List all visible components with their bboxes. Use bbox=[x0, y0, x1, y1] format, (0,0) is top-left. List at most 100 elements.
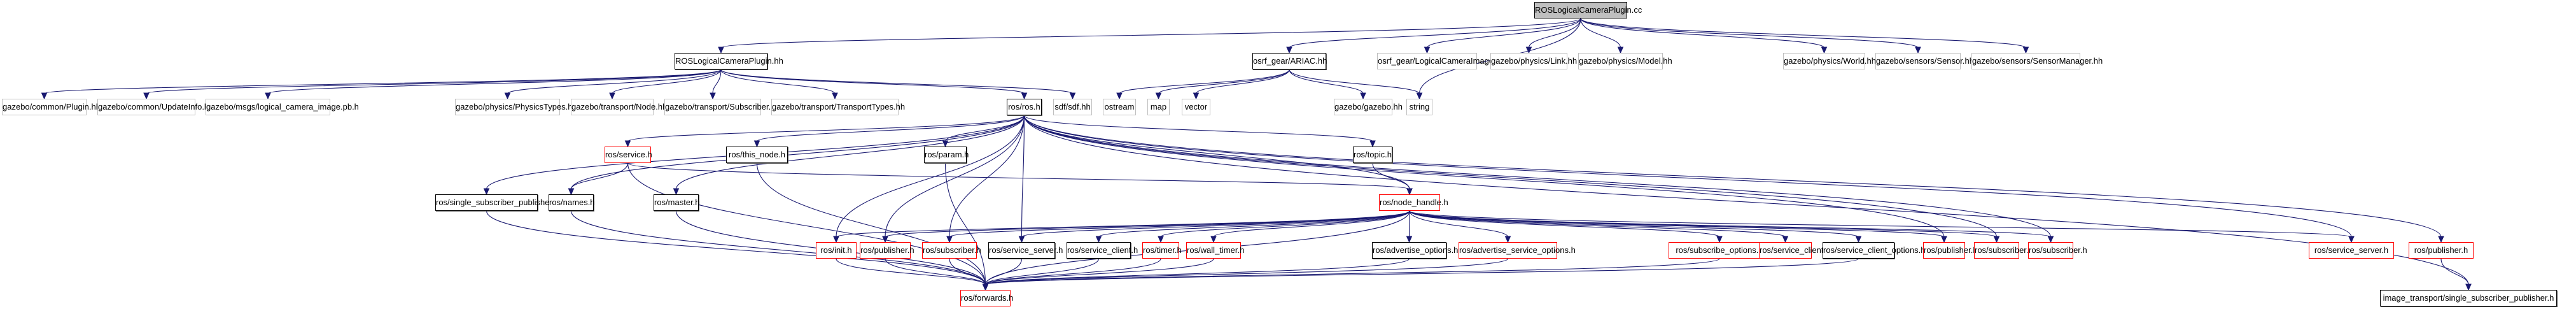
node-gazebo-physics-physicstypes: gazebo/physics/PhysicsTypes.hh bbox=[455, 99, 577, 115]
node-roslogicalcameraplugin-cc[interactable]: ROSLogicalCameraPlugin.cc bbox=[1534, 2, 1642, 18]
edge-service-to-names bbox=[570, 162, 629, 190]
node-ros-subscribe-options-h[interactable]: ros/subscribe_options.h bbox=[1669, 242, 1770, 259]
arrowhead-hh-to-tnode bbox=[609, 92, 615, 100]
edge-param-to-forwards bbox=[944, 162, 986, 285]
node-ros-service-client-h[interactable]: ros/service_client.h bbox=[1067, 242, 1138, 259]
edge-rosh-to-nodehandle bbox=[1023, 115, 1410, 190]
node-ros-service-client-h[interactable]: ros/service_client.h bbox=[1759, 242, 1830, 259]
node-ros-service-server-h[interactable]: ros/service_server.h bbox=[988, 242, 1063, 259]
node-ros-wall-timer-h[interactable]: ros/wall_timer.h bbox=[1186, 242, 1244, 259]
edge-hh-to-updateinfo bbox=[146, 69, 722, 94]
node-ros-advertise-service-options-h[interactable]: ros/advertise_service_options.h bbox=[1459, 242, 1576, 259]
arrowhead-hh-to-rosh bbox=[1021, 92, 1028, 100]
edge-rosh-to-topic bbox=[1023, 115, 1373, 142]
node-ros-publisher-h[interactable]: ros/publisher.h bbox=[860, 242, 914, 259]
edge-rosh-to-sub3 bbox=[1023, 115, 2052, 238]
edge-nodehandle-to-srvcliopt bbox=[1409, 210, 1859, 238]
node-ros-ros-h[interactable]: ros/ros.h bbox=[1007, 99, 1042, 115]
edge-hh-to-ttypes bbox=[720, 69, 836, 94]
arrowhead-ariac-to-vector bbox=[1193, 92, 1200, 100]
edge-ariac-to-vector bbox=[1195, 69, 1290, 94]
edge-pub1-to-forwards bbox=[885, 258, 986, 285]
node-ros-service-client-options-h[interactable]: ros/service_client_options.h bbox=[1823, 242, 1925, 259]
arrowhead-cc-to-hh bbox=[718, 47, 724, 54]
edge-service-to-nodehandle bbox=[627, 162, 1410, 190]
arrowhead-rosh-to-thisnode bbox=[753, 140, 760, 148]
edge-ssp-to-forwards bbox=[486, 210, 986, 285]
arrowhead-rosh-to-pub3 bbox=[2438, 236, 2444, 243]
edge-rosh-to-pub2 bbox=[1023, 115, 1945, 238]
edge-rosh-to-srvsrv2 bbox=[1023, 115, 2352, 238]
node-ros-subscriber-h[interactable]: ros/subscriber.h bbox=[922, 242, 981, 259]
edge-thisnode-to-forwards bbox=[756, 162, 986, 285]
edge-ariac-to-gazebo bbox=[1289, 69, 1364, 94]
node-logical-camera-image-h: osrf_gear/LogicalCameraImage.h bbox=[1377, 53, 1501, 69]
node-roslogicalcameraplugin-hh[interactable]: ROSLogicalCameraPlugin.hh bbox=[675, 53, 783, 69]
node-gazebo-sensors-sensormanager: gazebo/sensors/SensorManager.hh bbox=[1971, 53, 2103, 69]
node-ros-topic-h[interactable]: ros/topic.h bbox=[1353, 147, 1392, 163]
arrowhead-ariac-to-string bbox=[1416, 92, 1423, 100]
arrowhead-nodehandle-to-sub2 bbox=[1993, 236, 2000, 243]
arrowhead-cc-to-sensormgr bbox=[2022, 47, 2029, 54]
node-ros-single-subscriber-publisher-h[interactable]: ros/single_subscriber_publisher.h bbox=[435, 194, 559, 211]
edge-advopt-to-forwards bbox=[984, 258, 1410, 285]
arrowhead-cc-to-sensor bbox=[1915, 47, 1921, 54]
node-ros-init-h[interactable]: ros/init.h bbox=[816, 242, 857, 259]
edge-hh-to-lcimg bbox=[267, 69, 722, 94]
node-sdf-sdf-hh: sdf/sdf.hh bbox=[1053, 99, 1092, 115]
edge-nodehandle-to-sub3 bbox=[1409, 210, 2052, 238]
node-ros-forwards-h[interactable]: ros/forwards.h bbox=[960, 290, 1013, 306]
node-ros-advertise-options-h[interactable]: ros/advertise_options.h bbox=[1372, 242, 1458, 259]
arrowhead-nodehandle-to-sub3 bbox=[2047, 236, 2054, 243]
arrowhead-ariac-to-map bbox=[1155, 92, 1162, 100]
arrowhead-cc-to-link bbox=[1525, 47, 1532, 54]
arrowhead-hh-to-sdf bbox=[1069, 92, 1076, 100]
node-ros-publisher-h[interactable]: ros/publisher.h bbox=[2409, 242, 2474, 259]
edge-rosh-to-sub1 bbox=[949, 115, 1025, 238]
edge-hh-to-rosh bbox=[720, 69, 1025, 94]
edge-service-to-forwards bbox=[627, 162, 986, 285]
edge-subopt-to-forwards bbox=[984, 258, 1720, 285]
node-ros-param-h[interactable]: ros/param.h bbox=[924, 147, 969, 163]
node-gazebo-msgs-logical-camera-image: gazebo/msgs/logical_camera_image.pb.h bbox=[206, 99, 359, 115]
arrowhead-rosh-to-ssp bbox=[483, 188, 490, 196]
edge-nodehandle-to-pub1 bbox=[885, 210, 1410, 238]
arrowhead-nodehandle-to-srvcli1 bbox=[1095, 236, 1102, 243]
arrowhead-nodehandle-to-walltimer bbox=[1210, 236, 1217, 243]
edge-srvcli1-to-forwards bbox=[984, 258, 1100, 285]
edge-nodehandle-to-srvsrv2 bbox=[1409, 210, 2352, 238]
node-ros-service-h[interactable]: ros/service.h bbox=[605, 147, 652, 163]
node-ros-subscriber-h[interactable]: ros/subscriber.h bbox=[2028, 242, 2087, 259]
arrowhead-hh-to-phystypes bbox=[504, 92, 511, 100]
edge-cc-to-sensor bbox=[1580, 18, 1919, 48]
node-ros-node-handle-h[interactable]: ros/node_handle.h bbox=[1379, 194, 1448, 211]
arrowhead-nodehandle-to-pub2 bbox=[1941, 236, 1947, 243]
arrowhead-rosh-to-topic bbox=[1369, 140, 1376, 148]
arrowhead-nodehandle-to-srvcli2 bbox=[1782, 236, 1789, 243]
node-ros-this-node-h[interactable]: ros/this_node.h bbox=[726, 147, 788, 163]
node-string: string bbox=[1406, 99, 1432, 115]
edge-cc-to-sensormgr bbox=[1580, 18, 2027, 48]
node-ros-publisher-h[interactable]: ros/publisher.h bbox=[1923, 242, 1978, 259]
edge-ariac-to-string bbox=[1289, 69, 1420, 94]
edge-rosh-to-pub1 bbox=[885, 115, 1025, 238]
edge-rosh-to-itssp bbox=[1023, 115, 2469, 285]
edge-timer-to-forwards bbox=[984, 258, 1161, 285]
arrowhead-nodehandle-to-srvcliopt bbox=[1855, 236, 1862, 243]
node-gazebo-common-updateinfo: gazebo/common/UpdateInfo.hh bbox=[97, 99, 213, 115]
node-ros-service-server-h[interactable]: ros/service_server.h bbox=[2309, 242, 2394, 259]
arrowhead-nodehandle-to-srvsrv1 bbox=[1018, 236, 1025, 243]
node-ros-subscriber-h[interactable]: ros/subscriber.h bbox=[1974, 242, 2033, 259]
node-osrf-gear-ariac-hh[interactable]: osrf_gear/ARIAC.hh bbox=[1252, 53, 1327, 69]
node-gazebo-physics-link: gazebo/physics/Link.hh bbox=[1490, 53, 1577, 69]
node-ros-master-h[interactable]: ros/master.h bbox=[654, 194, 700, 211]
node-ros-timer-h[interactable]: ros/timer.h bbox=[1142, 242, 1182, 259]
node-ros-names-h[interactable]: ros/names.h bbox=[549, 194, 595, 211]
edge-init-to-forwards bbox=[836, 258, 986, 285]
arrowhead-cc-to-lci bbox=[1424, 47, 1431, 54]
edge-nodehandle-to-srvsrv1 bbox=[1021, 210, 1410, 238]
edge-rosh-to-sub2 bbox=[1023, 115, 1998, 238]
node-image-transport-single-subscriber-publisher-h[interactable]: image_transport/single_subscriber_publis… bbox=[2380, 290, 2557, 306]
arrowhead-hh-to-lcimg bbox=[265, 92, 271, 100]
